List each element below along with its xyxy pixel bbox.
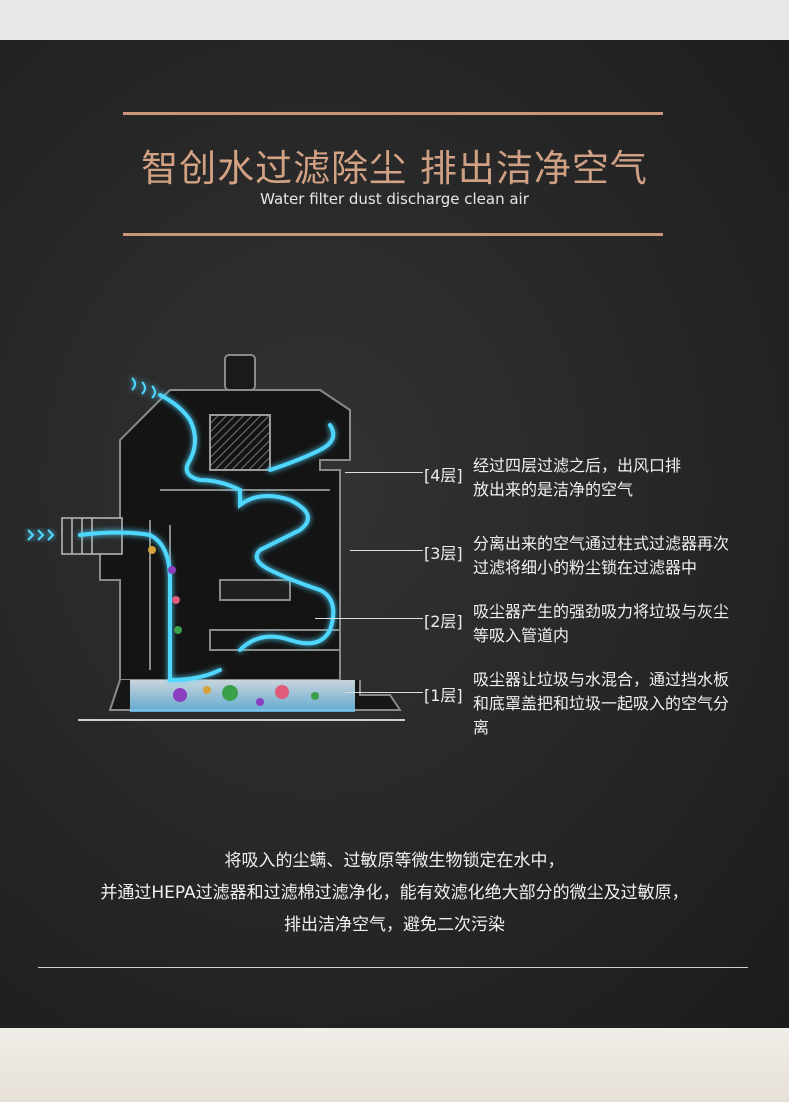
layer-description-line: 离 — [473, 718, 490, 737]
water-tank-icon — [130, 680, 355, 712]
vacuum-cross-section-icon — [27, 354, 405, 721]
layer-description: 分离出来的空气通过柱式过滤器再次 过滤将细小的粉尘锁在过滤器中 — [473, 532, 763, 580]
summary-line-2: 并通过HEPA过滤器和过滤棉过滤净化，能有效滤化绝大部分的微尘及过敏原， — [100, 883, 689, 903]
title-bottom-rule — [123, 233, 663, 236]
layer-description-line: 和底罩盖把和垃圾一起吸入的空气分 — [473, 694, 730, 713]
layer-description: 经过四层过滤之后，出风口排 放出来的是洁净的空气 — [473, 454, 763, 502]
page-subtitle: Water filter dust discharge clean air — [260, 190, 529, 208]
bottom-band — [0, 1028, 789, 1102]
layer-description-line: 分离出来的空气通过柱式过滤器再次 — [473, 534, 730, 553]
bottom-divider — [38, 967, 748, 968]
layer-tag: [4层] — [424, 466, 463, 485]
layer-tag: [3层] — [424, 544, 463, 563]
layer-tag: [2层] — [424, 612, 463, 631]
airflow-path-icon — [78, 393, 336, 683]
title-bold: 智创水过滤除尘 — [141, 147, 408, 190]
germ-icon — [148, 546, 319, 706]
intake-arrows-icon — [27, 529, 55, 541]
layer-description-line: 吸尘器产生的强劲吸力将垃圾与灰尘 — [473, 602, 730, 621]
layer-description: 吸尘器让垃圾与水混合，通过挡水板 和底罩盖把和垃圾一起吸入的空气分 离 — [473, 668, 763, 740]
layer-description-line: 放出来的是洁净的空气 — [473, 480, 634, 499]
summary-line-3: 排出洁净空气，避免二次污染 — [284, 915, 505, 935]
title-light: 排出洁净空气 — [419, 147, 648, 190]
leader-layer-3 — [350, 550, 423, 551]
page-title: 智创水过滤除尘 排出洁净空气 — [0, 138, 789, 192]
layer-description-line: 吸尘器让垃圾与水混合，通过挡水板 — [473, 670, 730, 689]
exhaust-arrows-icon — [131, 377, 156, 399]
leader-layer-1 — [345, 692, 423, 693]
vacuum-body — [78, 354, 405, 721]
layer-description-line: 等吸入管道内 — [473, 626, 570, 645]
layer-description-line: 过滤将细小的粉尘锁在过滤器中 — [473, 558, 698, 577]
layer-description: 吸尘器产生的强劲吸力将垃圾与灰尘 等吸入管道内 — [473, 600, 763, 648]
layer-description-line: 经过四层过滤之后，出风口排 — [473, 456, 682, 475]
title-top-rule — [123, 112, 663, 115]
layer-tag: [1层] — [424, 686, 463, 705]
summary-line-1: 将吸入的尘螨、过敏原等微生物锁定在水中， — [224, 851, 565, 871]
top-band — [0, 0, 789, 40]
leader-layer-4 — [345, 472, 423, 473]
intake-pipe — [61, 517, 123, 555]
leader-layer-2 — [315, 618, 423, 619]
